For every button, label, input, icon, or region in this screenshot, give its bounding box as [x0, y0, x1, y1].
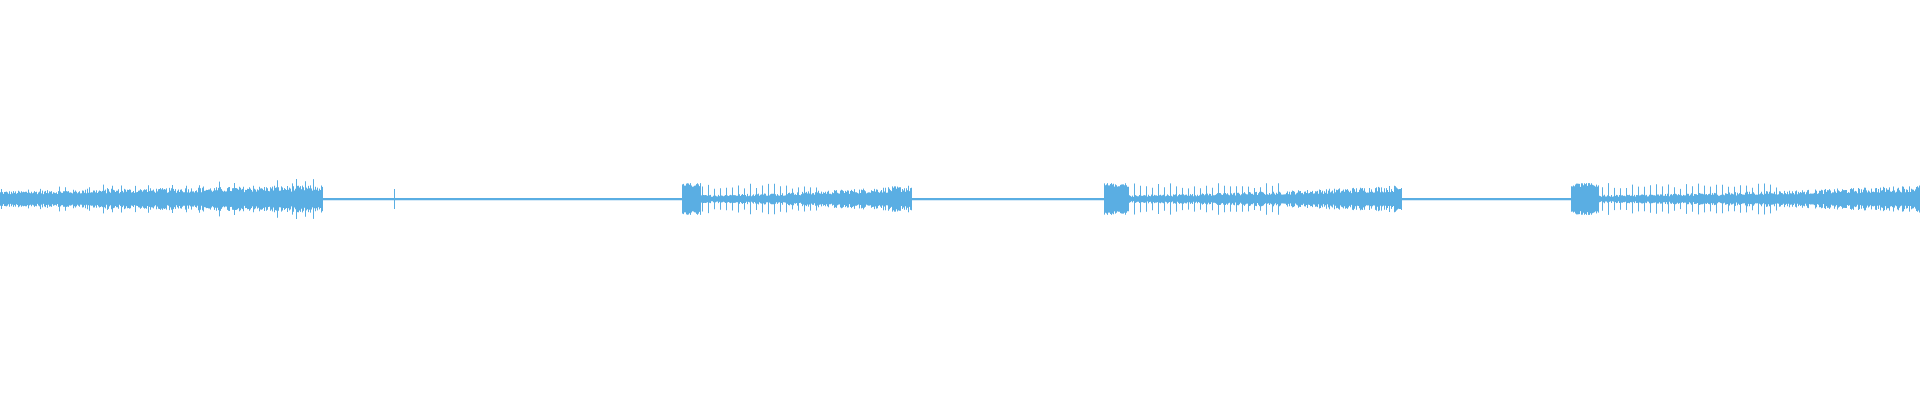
audio-waveform[interactable] — [0, 0, 1920, 400]
waveform-panel[interactable] — [0, 0, 1920, 400]
